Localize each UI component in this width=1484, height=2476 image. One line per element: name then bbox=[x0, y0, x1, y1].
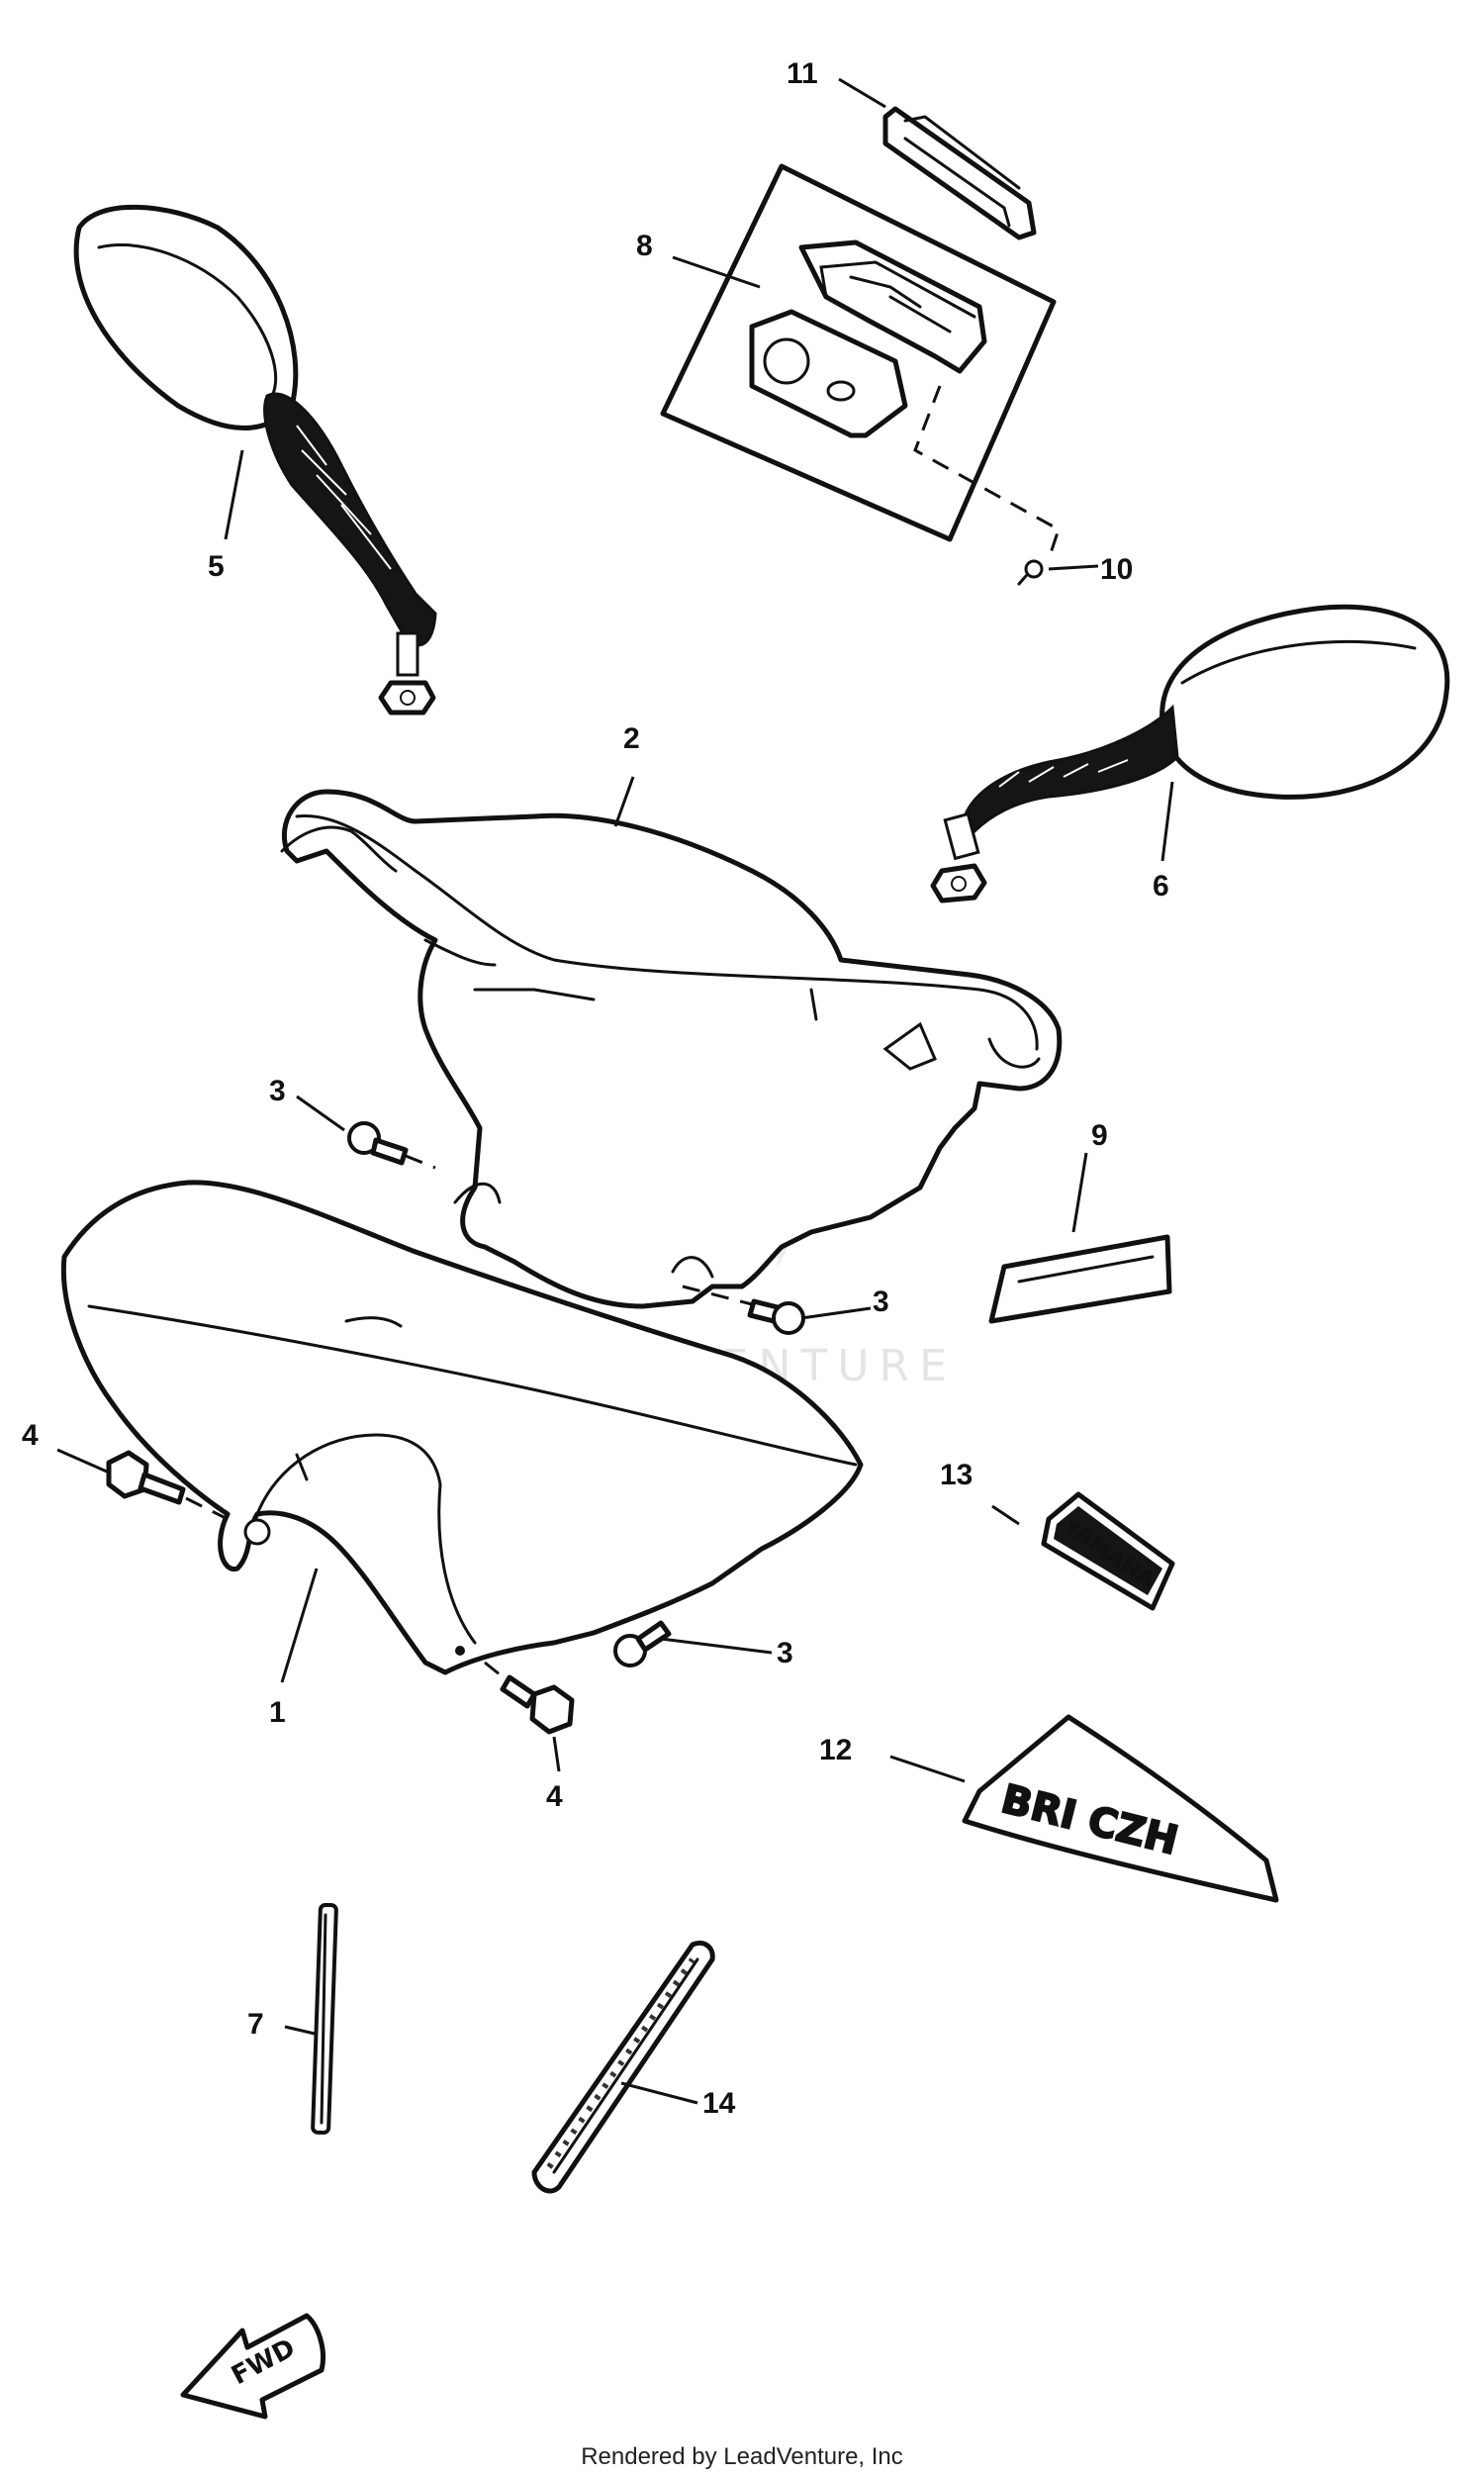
callout-3b: 3 bbox=[873, 1286, 889, 1318]
part-4-bolt-b bbox=[484, 1661, 575, 1735]
part-5-left-mirror bbox=[73, 204, 437, 715]
part-3-screw-c bbox=[613, 1620, 672, 1667]
part-7-rod bbox=[311, 1902, 338, 2136]
callout-2: 2 bbox=[623, 722, 640, 755]
leader-lines bbox=[56, 77, 1174, 2105]
callout-7: 7 bbox=[247, 2008, 264, 2041]
part-10-screw bbox=[913, 385, 1061, 586]
callout-11: 11 bbox=[787, 57, 818, 90]
part-12-brand-decal: BRI CZH bbox=[962, 1714, 1279, 1903]
callout-1: 1 bbox=[269, 1696, 286, 1729]
callouts: 11 8 10 5 6 2 3 3 9 4 1 3 13 4 12 7 14 bbox=[22, 57, 1169, 2120]
callout-9: 9 bbox=[1091, 1119, 1108, 1152]
callout-4a: 4 bbox=[22, 1419, 39, 1452]
callout-5: 5 bbox=[208, 550, 225, 583]
part-1-lower-cover bbox=[60, 1180, 864, 1675]
part-9-decal bbox=[988, 1234, 1172, 1324]
part-4-bolt-a bbox=[106, 1450, 229, 1521]
part-3-screw-a bbox=[347, 1121, 436, 1170]
callout-3c: 3 bbox=[777, 1637, 793, 1669]
part-6-right-mirror bbox=[930, 604, 1450, 904]
callout-14: 14 bbox=[702, 2087, 736, 2120]
footer-credit: Rendered by LeadVenture, Inc bbox=[581, 2443, 903, 2470]
callout-6: 6 bbox=[1153, 870, 1169, 903]
part-11-plate bbox=[882, 106, 1037, 240]
callout-3a: 3 bbox=[269, 1075, 286, 1107]
part-13-yamaha-emblem: YAMAHA bbox=[1041, 1491, 1175, 1611]
part-3-screw-b bbox=[682, 1285, 805, 1335]
part-8-bracket-assembly bbox=[660, 163, 1057, 542]
callout-4b: 4 bbox=[546, 1780, 563, 1813]
callout-13: 13 bbox=[940, 1459, 973, 1491]
part-14-strip bbox=[531, 1941, 715, 2194]
fwd-arrow-icon: FWD bbox=[180, 2313, 325, 2420]
callout-10: 10 bbox=[1100, 553, 1133, 586]
callout-12: 12 bbox=[819, 1734, 852, 1766]
callout-8: 8 bbox=[636, 230, 653, 262]
part-2-upper-cover bbox=[280, 789, 1063, 1309]
